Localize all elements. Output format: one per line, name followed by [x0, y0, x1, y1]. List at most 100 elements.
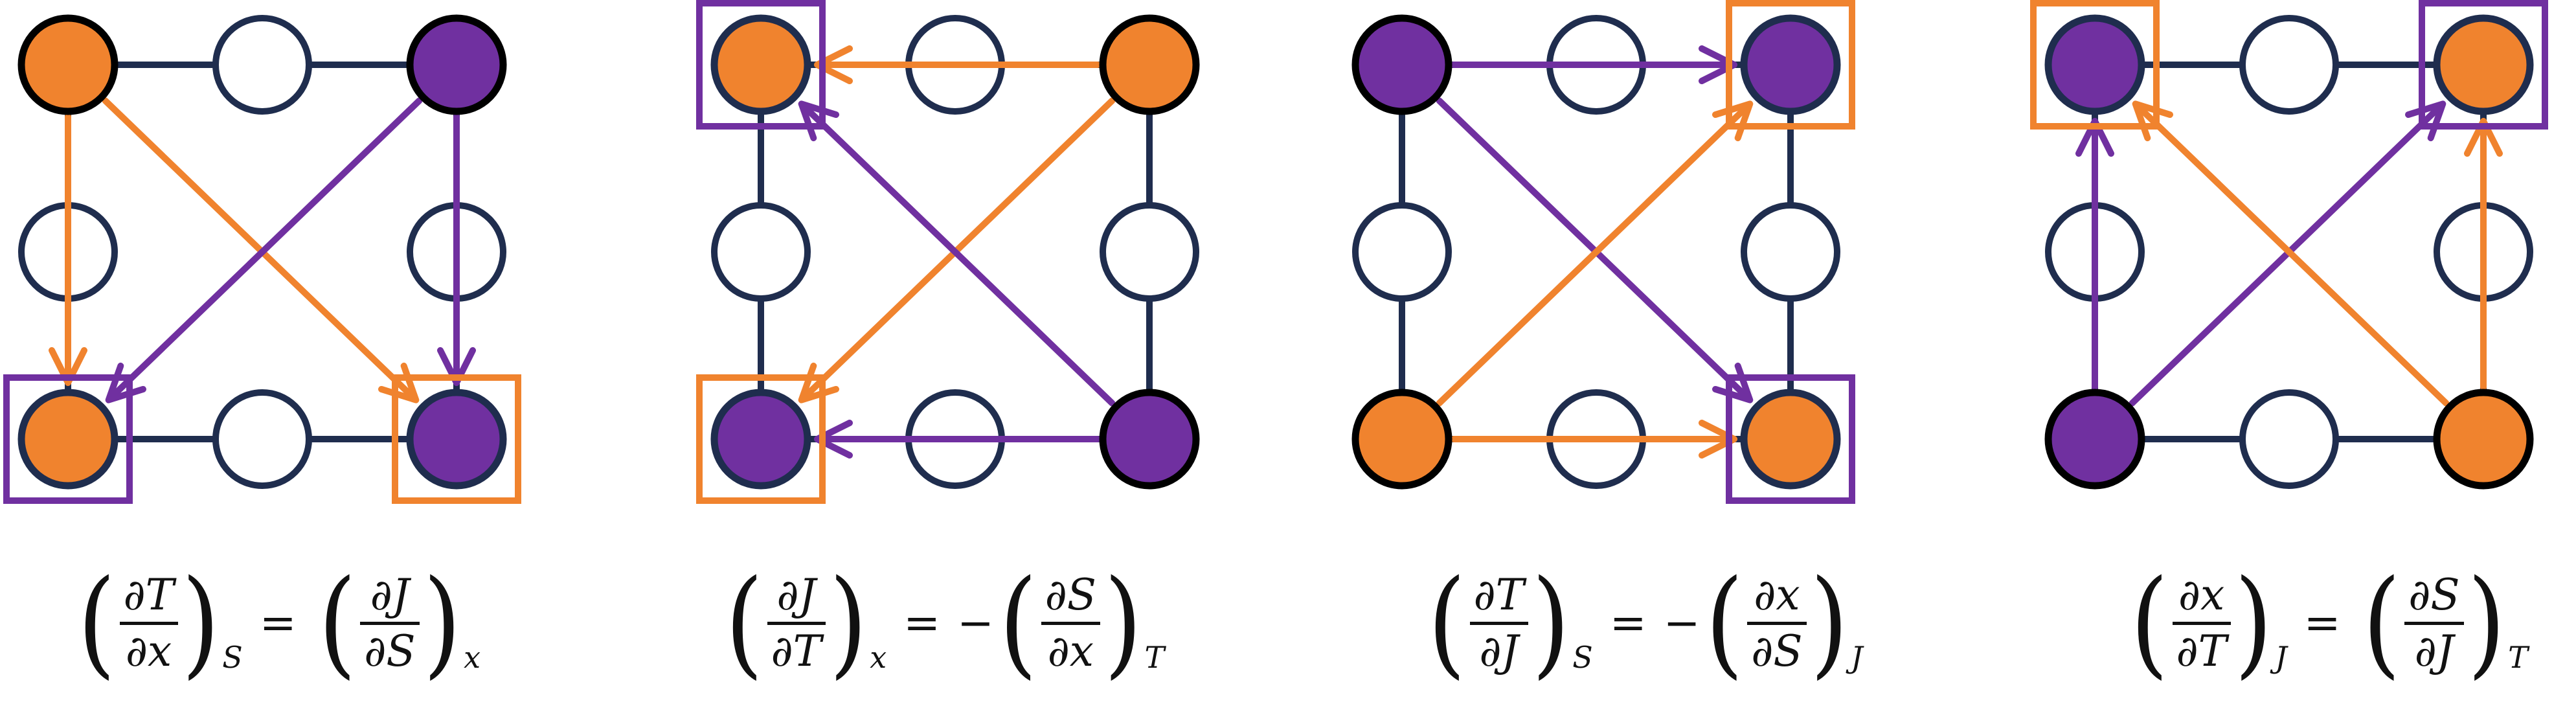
fraction-bar: [2404, 621, 2464, 625]
fraction-bar: [1747, 621, 1807, 625]
lhs-numerator: ∂T: [123, 570, 174, 620]
equals-sign: =: [259, 597, 297, 649]
empty-node-left: [1352, 202, 1452, 302]
fraction-bar: [1041, 621, 1101, 625]
rhs-subscript: T: [1144, 640, 1165, 675]
rhs-numerator: ∂S: [2408, 570, 2460, 620]
paren-close: ): [1531, 555, 1570, 691]
paren-open: (: [2130, 555, 2169, 691]
corner-node-purple-br: [406, 389, 507, 490]
equation-3: ( ∂T ∂J ) S = − ( ∂x ∂S ) J: [1428, 545, 1863, 701]
lhs-denominator: ∂J: [1479, 626, 1519, 676]
empty-node-bottom: [2239, 389, 2339, 489]
rhs-denominator: ∂x: [1047, 626, 1094, 676]
rhs-subscript: T: [2508, 640, 2528, 675]
arrow-purple-br-to-tl: [798, 100, 1116, 407]
lhs-numerator: ∂J: [776, 570, 816, 620]
equation-1: ( ∂T ∂x ) S = ( ∂J ∂S ) x: [78, 545, 480, 701]
equals-sign: =: [1609, 597, 1647, 649]
corner-node-purple-tr: [406, 14, 507, 115]
fraction-bar: [1469, 621, 1528, 625]
lhs-numerator: ∂T: [1473, 570, 1524, 620]
fraction-bar: [767, 621, 826, 625]
lhs-fraction: ∂J ∂T: [767, 573, 826, 674]
lhs-fraction: ∂x ∂T: [2172, 570, 2231, 676]
minus-sign: −: [957, 597, 995, 649]
corner-node-purple-bl: [2044, 389, 2145, 490]
highlight-box-purple: [2419, 0, 2548, 130]
rhs-fraction: ∂S ∂J: [2404, 570, 2464, 676]
highlight-box-orange: [392, 374, 521, 504]
paren-close: ): [181, 555, 220, 691]
corner-node-orange-tr: [1099, 14, 1200, 115]
paren-open: (: [999, 555, 1037, 691]
empty-node-top: [212, 15, 312, 115]
arrow-orange-bl-to-tr: [1436, 100, 1754, 407]
corner-node-orange-br: [2433, 389, 2534, 490]
arrow-orange-br-to-tl: [2132, 100, 2450, 407]
highlight-box-orange: [696, 374, 826, 504]
empty-node-bottom: [212, 389, 312, 489]
rhs-subscript: x: [464, 640, 481, 675]
panel-3: [1351, 0, 1855, 504]
corner-node-orange-tr: [2433, 14, 2534, 115]
equation-2: ( ∂J ∂T ) x = − ( ∂S ∂x ) T: [725, 545, 1164, 701]
panel-1: [3, 14, 521, 504]
corner-node-purple-br: [1099, 389, 1200, 490]
paren-close: ): [2234, 555, 2273, 691]
corner-node-purple-tl: [1351, 14, 1452, 115]
rhs-subscript: J: [1851, 640, 1863, 675]
lhs-denominator: ∂T: [2176, 626, 2227, 676]
empty-node-right: [1741, 202, 1840, 302]
fraction-bar: [2172, 621, 2231, 625]
paren-close: ): [423, 555, 462, 691]
corner-node-orange-tl: [17, 14, 119, 115]
paren-open: (: [725, 555, 763, 691]
rhs-denominator: ∂S: [1751, 626, 1803, 676]
paren-open: (: [2362, 555, 2401, 691]
panel-4: [2030, 0, 2548, 490]
lhs-denominator: ∂T: [771, 626, 822, 676]
paren-close: ): [1810, 555, 1849, 691]
corner-node-purple-bl: [710, 389, 811, 490]
rhs-numerator: ∂S: [1045, 570, 1097, 620]
paren-open: (: [1705, 555, 1744, 691]
paren-close: ): [1104, 555, 1142, 691]
rhs-numerator: ∂x: [1754, 570, 1800, 620]
paren-open: (: [1428, 555, 1466, 691]
empty-node-left: [711, 202, 811, 302]
corner-node-orange-br: [1740, 389, 1841, 490]
corner-node-orange-bl: [1351, 389, 1452, 490]
lhs-subscript: S: [222, 640, 243, 675]
rhs-numerator: ∂J: [370, 570, 410, 620]
lhs-fraction: ∂T ∂x: [119, 570, 178, 676]
highlight-box-purple: [1726, 374, 1855, 504]
highlight-box-purple: [696, 0, 826, 130]
paren-open: (: [78, 555, 116, 691]
lhs-numerator: ∂x: [2178, 570, 2225, 620]
rhs-fraction: ∂x ∂S: [1747, 570, 1807, 676]
fraction-bar: [360, 621, 420, 625]
rhs-denominator: ∂J: [2414, 626, 2454, 676]
highlight-box-orange: [1726, 0, 1855, 130]
equation-4: ( ∂x ∂T ) J = ( ∂S ∂J ) T: [2130, 545, 2528, 701]
rhs-denominator: ∂S: [364, 626, 416, 676]
fraction-bar: [119, 621, 178, 625]
lhs-subscript: S: [1572, 640, 1593, 675]
lhs-subscript: x: [870, 640, 887, 675]
lhs-fraction: ∂T ∂J: [1469, 570, 1528, 676]
paren-open: (: [318, 555, 357, 691]
empty-node-right: [1100, 202, 1199, 302]
rhs-fraction: ∂J ∂S: [360, 570, 420, 676]
corner-node-orange-bl: [17, 389, 119, 490]
equals-sign: =: [903, 597, 941, 649]
highlight-box-orange: [2030, 0, 2160, 130]
equals-sign: =: [2303, 597, 2341, 649]
paren-close: ): [2467, 555, 2506, 691]
corner-node-orange-tl: [710, 14, 811, 115]
panel-2: [696, 0, 1200, 504]
highlight-box-purple: [3, 374, 133, 504]
arrow-purple-tr-to-bl: [105, 97, 423, 403]
lhs-denominator: ∂x: [125, 626, 172, 676]
